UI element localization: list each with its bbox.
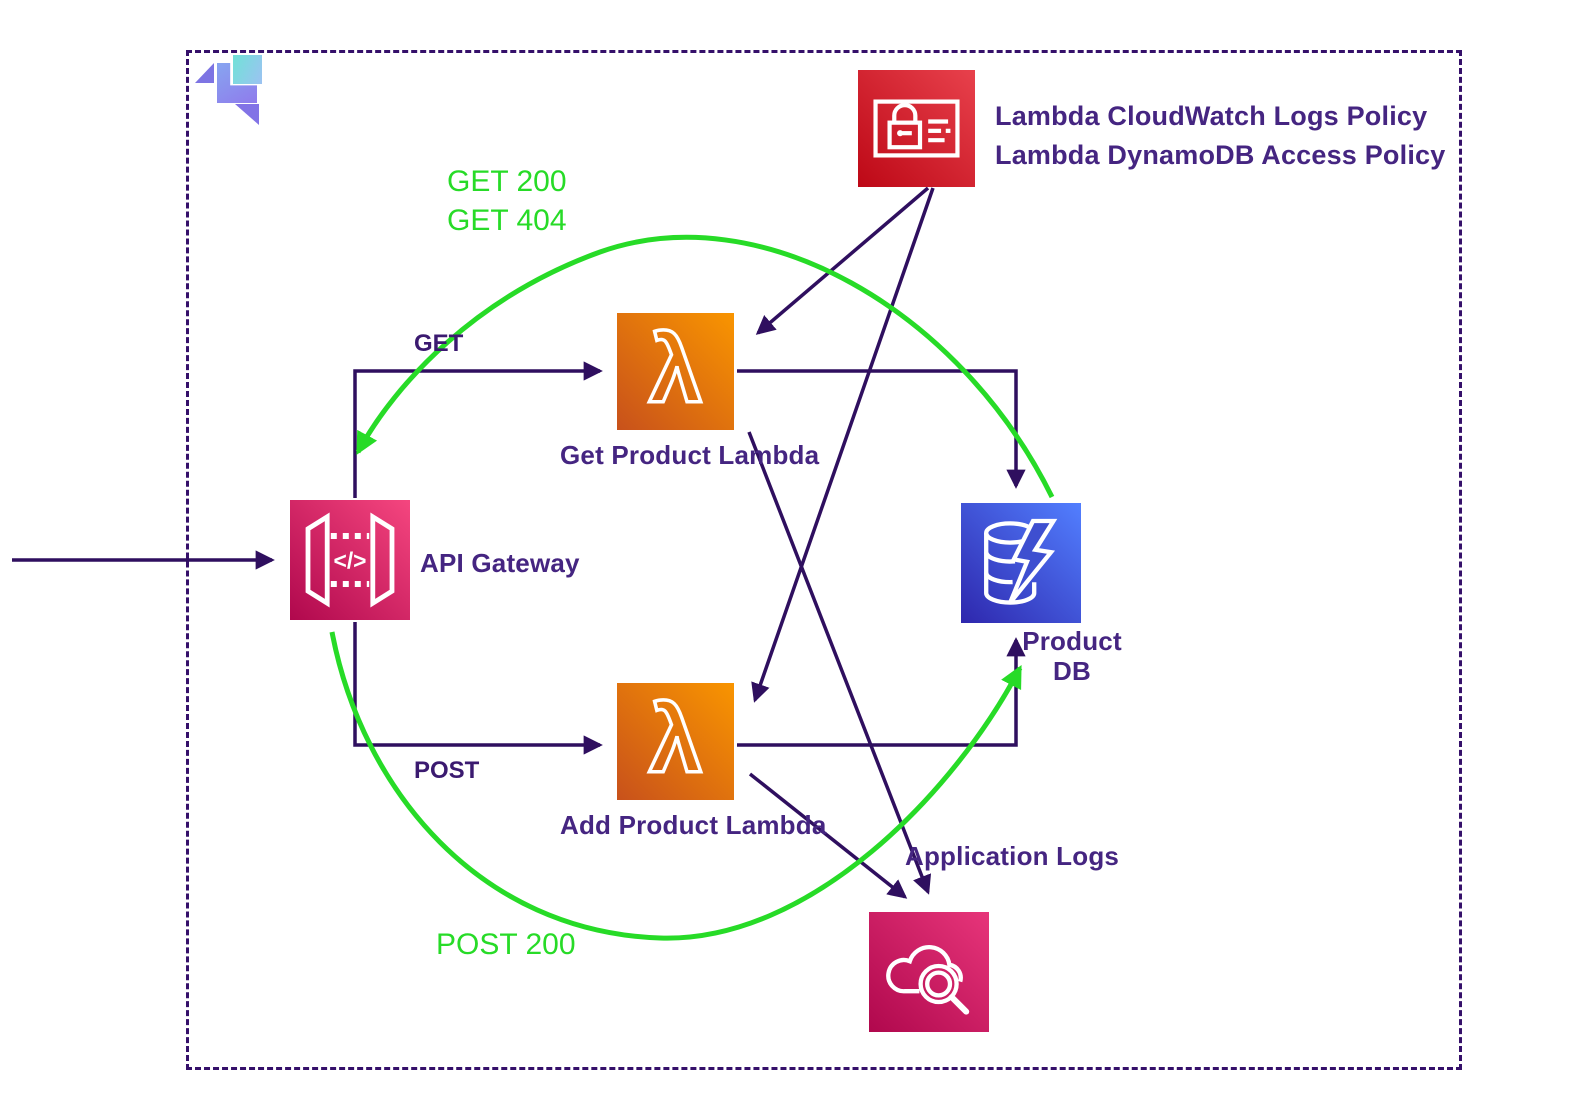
get-product-lambda-icon: λ	[617, 313, 734, 430]
logo-triangle-bottom-icon	[235, 104, 259, 125]
product-db-icon	[961, 503, 1081, 623]
get-edge-label: GET	[414, 330, 464, 357]
api-gateway-icon: </>	[290, 500, 410, 620]
api-gateway-glyph: </>	[334, 547, 367, 573]
iam-policy-icon	[858, 70, 975, 187]
api-gateway-label: API Gateway	[420, 548, 580, 578]
get-200-label: GET 200	[447, 165, 567, 198]
iam-policy-label-line2: Lambda DynamoDB Access Policy	[995, 140, 1446, 170]
get-404-label: GET 404	[447, 204, 567, 237]
logo-square-icon	[233, 55, 262, 84]
add-product-lambda-label: Add Product Lambda	[560, 810, 827, 840]
get-product-lambda-label: Get Product Lambda	[560, 440, 820, 470]
add-product-lambda-icon: λ	[617, 683, 734, 800]
lambda-glyph: λ	[649, 316, 702, 423]
lambda-glyph: λ	[649, 686, 702, 793]
cloudwatch-logs-icon	[869, 912, 989, 1032]
product-db-label: Product DB	[1022, 626, 1122, 686]
post-edge-label: POST	[414, 757, 480, 784]
iam-policy-label-line1: Lambda CloudWatch Logs Policy	[995, 101, 1428, 131]
post-200-label: POST 200	[436, 928, 576, 961]
logo-triangle-left-icon	[195, 63, 214, 83]
application-logs-label: Application Logs	[905, 841, 1120, 871]
app-logo	[192, 53, 270, 128]
